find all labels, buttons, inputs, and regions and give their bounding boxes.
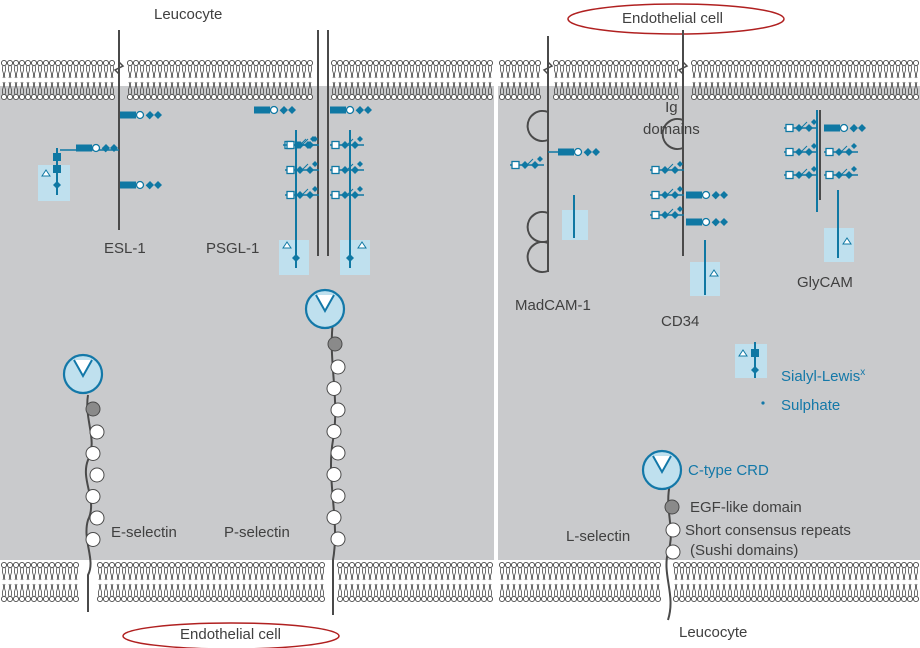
left-endothelial-ellipse [122,622,340,648]
p-selectin-molecule [304,288,346,615]
l-selectin-egf [664,499,680,515]
left-top-label: Leucocyte [154,6,223,23]
psgl1-molecule [253,30,373,275]
scr-domain [330,531,346,547]
ligand-label-cd34: CD34 [661,313,700,330]
e-selectin-egf [85,401,101,417]
scr-domain [330,402,346,418]
e-selectin-molecule [62,353,105,612]
ligand-label-psgl1: PSGL-1 [206,240,260,257]
right-cytoplasm-band [498,82,920,562]
ligand-label-esl1: ESL-1 [104,240,146,257]
ig-domains-label: Ig domains [643,99,700,138]
psgl1-sialyl-box-r [340,240,370,275]
scr-domain [85,446,101,461]
scr-domain [89,510,105,526]
left-cytoplasm-band [0,82,494,562]
sulphate-dot-icon [761,401,765,405]
right-endothelial-ellipse [567,3,785,35]
cd34-molecule [649,30,729,296]
scr-domain [330,359,346,375]
scr-domain [85,532,101,547]
scr-domain [326,381,342,396]
ligand-label-glycam: GlyCAM [797,274,853,291]
legend-scr-line2: (Sushi domains) [690,542,799,559]
legend-egf-domain: EGF-like domain [690,499,802,516]
left-bottom-label: Endothelial cell [180,626,281,643]
scr-domain [326,424,342,439]
right-bottom-label: Leucocyte [679,624,748,641]
glycam-molecule [783,110,867,262]
sialyl-lewis-legend-icon [735,342,767,378]
p-selectin-egf [327,336,343,352]
scr-domain [89,424,105,440]
esl1-molecule [38,30,163,230]
l-selectin-scr-2 [665,544,681,560]
scr-domain [330,488,346,504]
scr-domain [89,467,105,483]
right-top-label: Endothelial cell [622,10,723,27]
scr-domain [85,489,101,504]
right-panel [498,3,920,621]
legend-sulphate: Sulphate [781,397,841,414]
scr-domain [326,510,342,525]
legend-ctype-crd: C-type CRD [688,462,769,479]
l-selectin-molecule [641,449,683,621]
selectin-label-p: P-selectin [224,524,290,541]
ligand-label-madcam1: MadCAM-1 [515,297,591,314]
left-panel [0,30,494,648]
madcam1-molecule [509,36,601,273]
l-selectin-label: L-selectin [566,528,631,545]
legend-scr-line1: Short consensus repeats [685,522,851,539]
l-selectin-scr-1 [665,522,681,538]
selectin-label-e: E-selectin [111,524,177,541]
scr-domain [326,467,342,482]
legend-sialyl-lewis: Sialyl-Lewisx [781,367,866,385]
scr-domain [330,445,346,461]
